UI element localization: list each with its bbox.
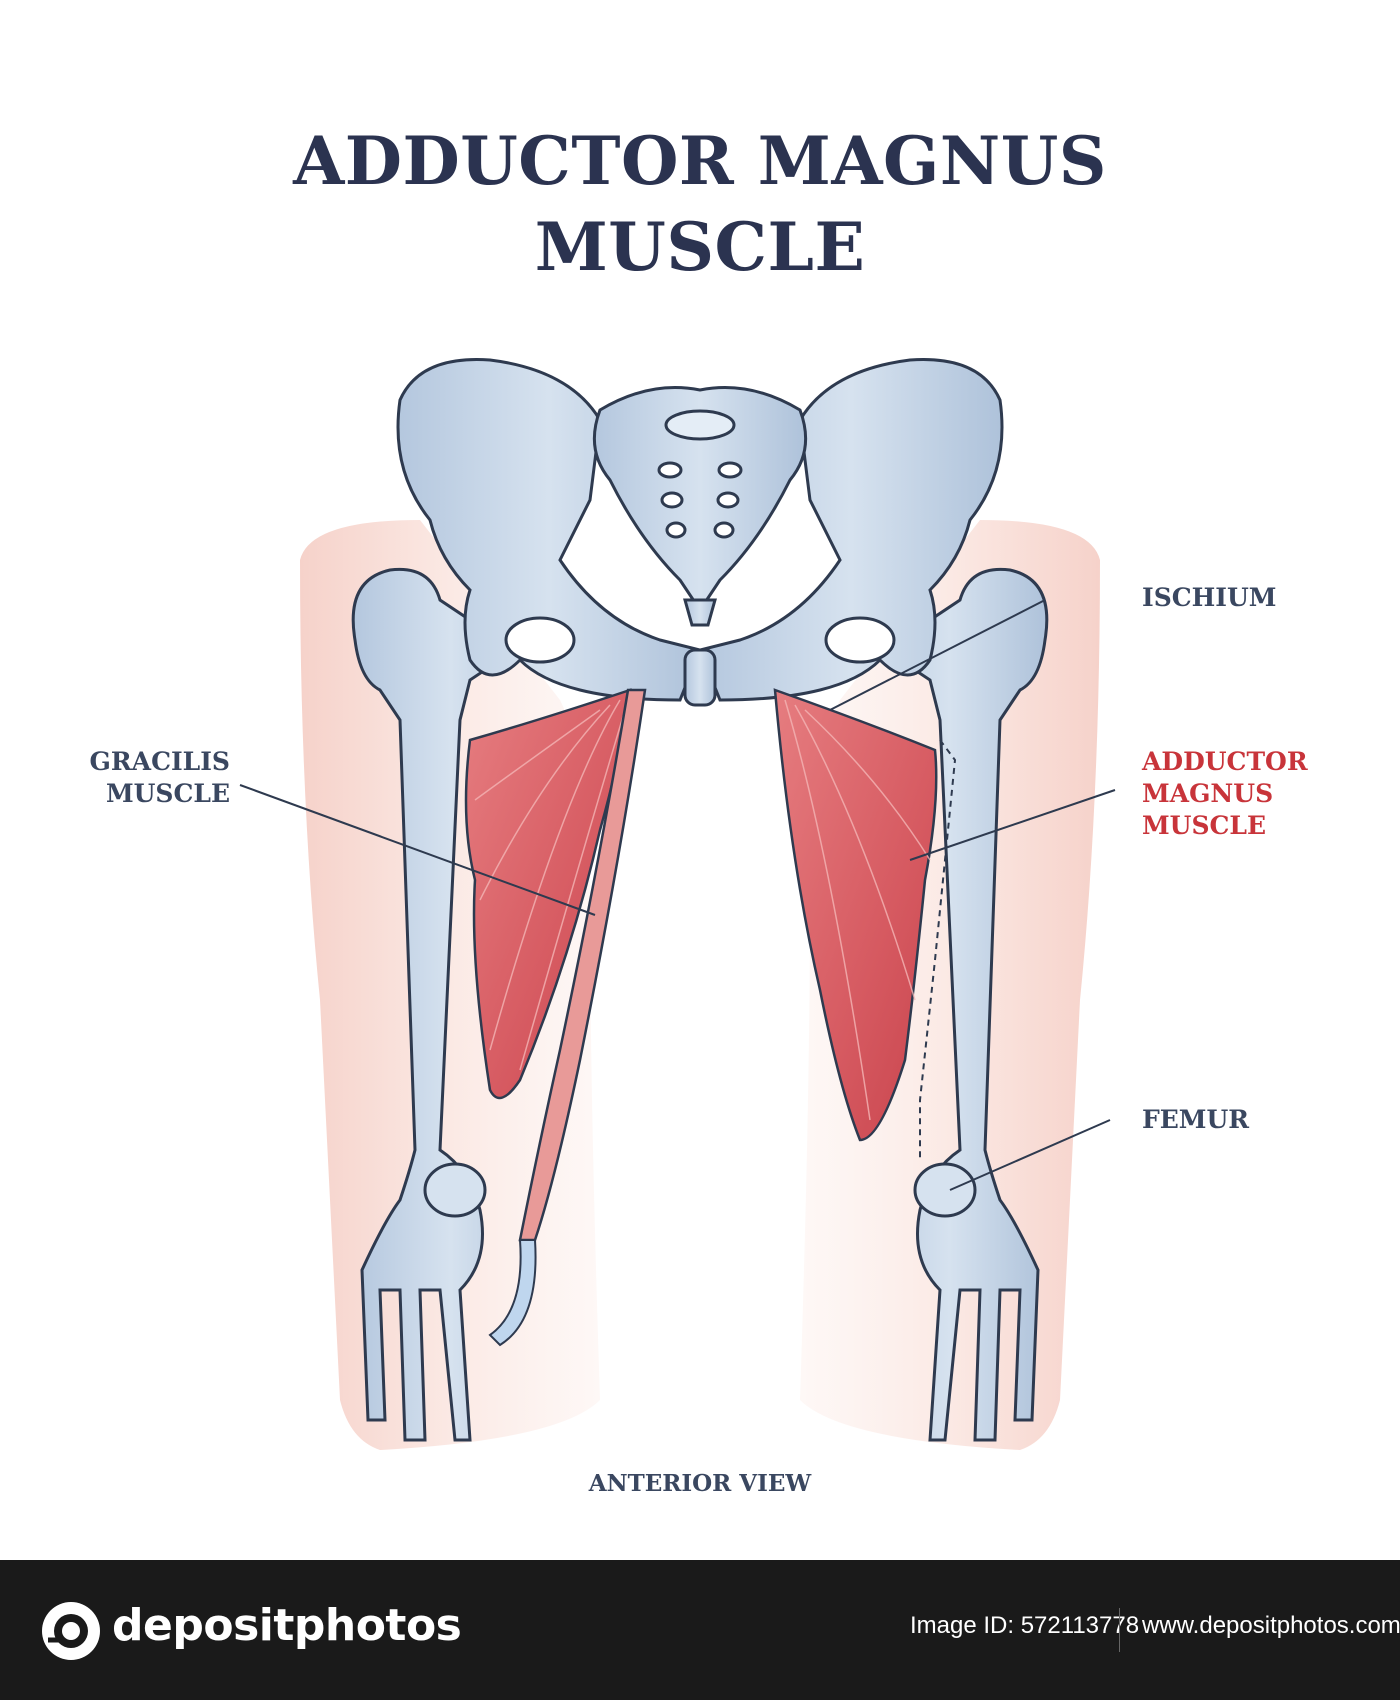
anatomy-diagram (239, 358, 1116, 1450)
gracilis-label: GRACILIS MUSCLE (60, 746, 230, 810)
right-adductor-muscle (773, 688, 938, 1142)
site-url[interactable]: www.depositphotos.com (1142, 1612, 1400, 1639)
gracilis-label-line-1: GRACILIS (89, 747, 230, 776)
adductor-label-line-2: MAGNUS (1142, 779, 1274, 808)
gracilis-label-line-2: MUSCLE (105, 779, 230, 808)
right-femur (850, 567, 1049, 1442)
title-line-2: MUSCLE (534, 208, 866, 286)
gracilis-leader-line (239, 784, 596, 916)
camera-aperture-icon (42, 1602, 100, 1660)
femur-leader-line (949, 1119, 1111, 1191)
brand-name[interactable]: depositphotos (112, 1600, 462, 1651)
page-title: ADDUCTOR MAGNUS MUSCLE (0, 118, 1400, 290)
ischium-leader-line (829, 599, 1046, 711)
adductor-hiatus-dashed (919, 739, 957, 1160)
femur-label: FEMUR (1142, 1105, 1250, 1134)
image-id: Image ID: 572113778 (910, 1612, 1140, 1639)
footer-bar: depositphotos Image ID: 572113778 www.de… (0, 1560, 1400, 1700)
ischium-label: ISCHIUM (1142, 583, 1277, 612)
adductor-label-line-1: ADDUCTOR (1142, 747, 1308, 776)
left-femur (351, 567, 550, 1442)
adductor-label: ADDUCTOR MAGNUS MUSCLE (1142, 746, 1308, 842)
adductor-label-line-3: MUSCLE (1142, 811, 1267, 840)
left-muscle-fibers (474, 699, 626, 1071)
pelvis (396, 358, 1004, 707)
adductor-leader-line (909, 789, 1116, 861)
right-muscle-fibers (784, 699, 931, 1121)
title-line-1: ADDUCTOR MAGNUS (293, 122, 1107, 200)
view-caption: ANTERIOR VIEW (588, 1470, 812, 1497)
footer-divider (1119, 1608, 1120, 1652)
gracilis-tendon (488, 1239, 537, 1347)
